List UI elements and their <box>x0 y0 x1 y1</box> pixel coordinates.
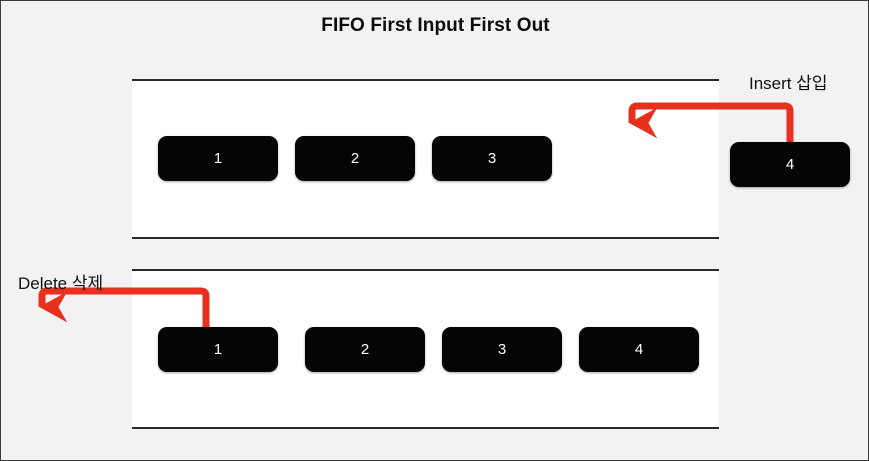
incoming-element-4: 4 <box>730 142 850 187</box>
queue-element-bottom-2: 2 <box>305 327 425 372</box>
queue-element-bottom-3: 3 <box>442 327 562 372</box>
page-title: FIFO First Input First Out <box>321 15 550 36</box>
queue-element-bottom-4: 4 <box>579 327 699 372</box>
insert-label: Insert 삽입 <box>749 74 828 93</box>
queue-element-top-2: 2 <box>295 136 415 181</box>
delete-label: Delete 삭제 <box>18 274 104 293</box>
queue-element-top-1: 1 <box>158 136 278 181</box>
queue-element-bottom-1: 1 <box>158 327 278 372</box>
queue-element-top-3: 3 <box>432 136 552 181</box>
